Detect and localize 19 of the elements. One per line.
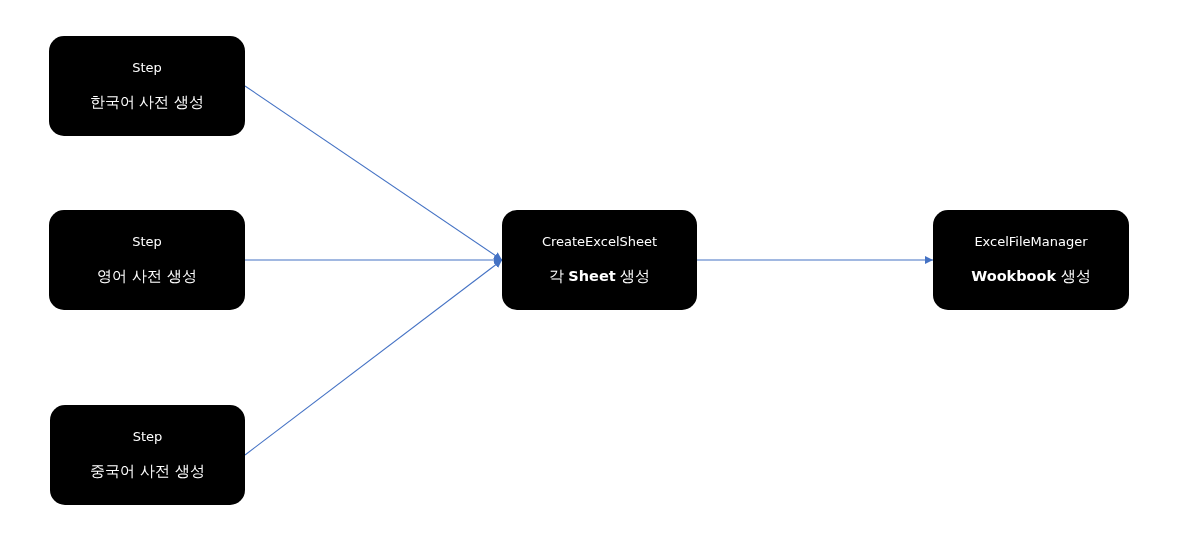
node-text: Wookbook 생성	[971, 267, 1091, 286]
process-box	[49, 36, 245, 136]
process-box	[49, 210, 245, 310]
node-text: 중국어 사전 생성	[90, 462, 205, 481]
node-title: ExcelFileManager	[974, 233, 1088, 251]
node-title: Step	[132, 428, 163, 446]
arrow	[244, 256, 503, 264]
arrow	[244, 259, 503, 456]
arrow	[244, 85, 503, 261]
node-text: 한국어 사전 생성	[89, 93, 205, 112]
node-title: CreateExcelSheet	[541, 233, 658, 251]
node-text: 영어 사전 생성	[97, 267, 197, 286]
process-box	[502, 210, 697, 310]
node-title: Step	[132, 233, 162, 251]
node-text: 각 Sheet 생성	[548, 267, 651, 286]
process-box	[933, 210, 1129, 310]
arrow	[696, 256, 934, 264]
process-box	[50, 405, 245, 505]
node-title: Step	[132, 59, 162, 77]
